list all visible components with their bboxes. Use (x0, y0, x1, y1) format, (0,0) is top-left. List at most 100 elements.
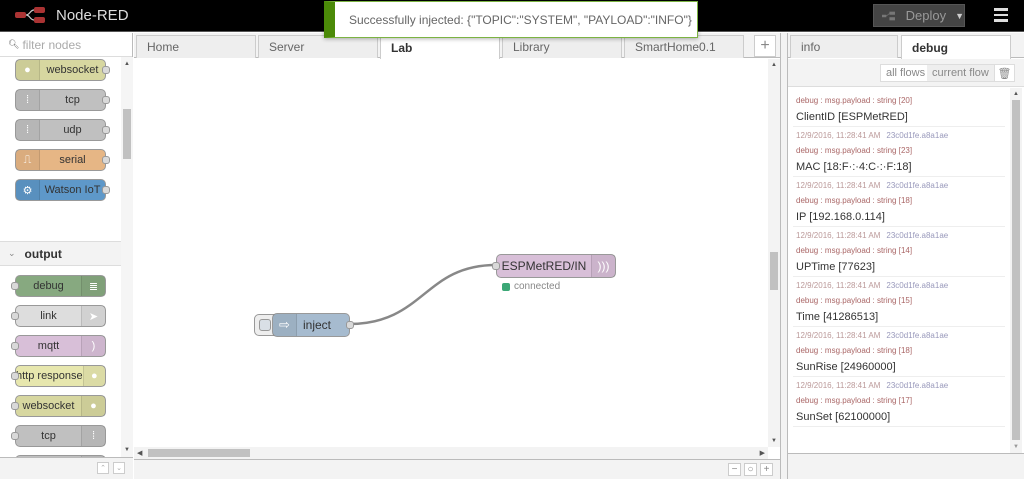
palette-node-http-response[interactable]: http response ● (11, 365, 106, 387)
input-port (11, 402, 19, 410)
palette-node-debug[interactable]: debug ≣ (11, 275, 106, 297)
scroll-down-icon[interactable]: ▼ (124, 447, 130, 453)
input-port (11, 372, 19, 380)
node-label: udp (63, 124, 82, 136)
node-label: debug (33, 280, 64, 292)
scrollbar-thumb[interactable] (1012, 100, 1020, 440)
serial-icon: ⎍ (16, 150, 40, 170)
button-label: current flow (932, 67, 989, 79)
scroll-down-icon[interactable]: ▼ (1013, 444, 1019, 450)
globe-icon: ● (82, 366, 105, 386)
message-topic: debug : msg.payload : string [23] (796, 146, 913, 155)
button-label: all flows (886, 67, 926, 79)
palette-node-websocket-out[interactable]: websocket ● (11, 395, 106, 417)
globe-icon: ● (81, 396, 105, 416)
scroll-right-icon[interactable]: ▶ (759, 450, 765, 457)
chevron-down-icon[interactable]: ▼ (955, 10, 964, 21)
zoom-reset-button[interactable]: ○ (744, 463, 757, 476)
wire-layer (348, 263, 497, 326)
deploy-button[interactable]: Deploy ▼ (873, 4, 965, 27)
message-node-id[interactable]: 23c0d1fe.a8a1ae (886, 381, 949, 390)
tab-home[interactable]: Home (136, 35, 256, 58)
tab-server[interactable]: Server (258, 35, 378, 58)
node-label: ESPMetRED/IN (501, 259, 587, 273)
palette-node-link-out[interactable]: link ➤ (11, 305, 106, 327)
scroll-up-icon[interactable]: ▲ (124, 61, 130, 67)
message-timestamp: 12/9/2016, 11:28:41 AM (796, 331, 881, 340)
link-icon: ➤ (81, 306, 105, 326)
scrollbar-thumb[interactable] (123, 109, 131, 159)
node-label: websocket (46, 64, 99, 76)
scrollbar-thumb[interactable] (148, 449, 250, 457)
message-node-id[interactable]: 23c0d1fe.a8a1ae (886, 181, 949, 190)
filter-nodes-input[interactable]: 🔍︎ filter nodes (0, 33, 132, 57)
zoom-in-button[interactable]: + (760, 463, 773, 476)
palette-node-tcp-out[interactable]: tcp ⁞ (11, 425, 106, 447)
node-label: tcp (65, 94, 80, 106)
tab-smarthome[interactable]: SmartHome0.1 (624, 35, 744, 58)
filter-all-flows-button[interactable]: all flows (880, 64, 932, 82)
scroll-left-icon[interactable]: ◀ (137, 450, 143, 457)
message-value: IP [192.168.0.114] (796, 211, 885, 223)
debug-scrollbar[interactable]: ▲ ▼ (1010, 88, 1022, 453)
node-label: link (40, 310, 57, 322)
message-timestamp: 12/9/2016, 11:28:41 AM (796, 131, 881, 140)
sidebar-splitter[interactable] (780, 33, 788, 479)
canvas-horizontal-scrollbar[interactable]: ◀ ▶ (134, 447, 768, 459)
output-port[interactable] (346, 321, 354, 329)
palette-category-output[interactable]: ⌄ output (0, 241, 121, 266)
flow-node-inject[interactable]: ⇨ inject (272, 313, 354, 337)
app-title: Node-RED (56, 6, 129, 24)
debug-messages: debug : msg.payload : string [20] Client… (793, 88, 1005, 453)
scroll-up-icon[interactable]: ▲ (1013, 91, 1019, 97)
node-label: serial (59, 154, 86, 166)
canvas-vertical-scrollbar[interactable]: ▲ ▼ (768, 59, 780, 447)
tab-library[interactable]: Library (502, 35, 622, 58)
tab-label: info (801, 40, 821, 54)
message-node-id[interactable]: 23c0d1fe.a8a1ae (886, 231, 949, 240)
debug-message[interactable]: 12/9/2016, 11:28:41 AM 23c0d1fe.a8a1ae de… (793, 127, 1005, 177)
clear-debug-button[interactable]: 🗑︎ (994, 64, 1015, 82)
tab-lab[interactable]: Lab (380, 35, 500, 59)
minus-icon: − (731, 464, 738, 475)
flow-node-mqtt-out[interactable]: ESPMetRED/IN ))) (492, 254, 616, 278)
collapse-all-button[interactable]: ⌃ (97, 462, 109, 474)
notification-toast: Successfully injected: {"TOPIC":"SYSTEM"… (324, 1, 698, 38)
sidebar-tabs: info debug (788, 33, 1024, 59)
palette-node-websocket-in[interactable]: ● websocket (15, 59, 110, 81)
hamburger-menu-button[interactable] (994, 8, 1008, 22)
add-tab-button[interactable]: + (754, 35, 776, 57)
message-node-id[interactable]: 23c0d1fe.a8a1ae (886, 331, 949, 340)
tab-label: debug (912, 40, 948, 55)
palette-node-serial-in[interactable]: ⎍ serial (15, 149, 110, 171)
inject-trigger-button[interactable] (254, 314, 276, 336)
palette-scrollbar[interactable]: ▲ ▼ (121, 57, 133, 457)
scroll-up-icon[interactable]: ▲ (771, 62, 777, 68)
arrow-right-icon: ⇨ (273, 314, 297, 336)
palette-node-udp-in[interactable]: ⁞ udp (15, 119, 110, 141)
palette-node-mqtt-out[interactable]: mqtt ) (11, 335, 106, 357)
expand-all-button[interactable]: ⌄ (113, 462, 125, 474)
input-port[interactable] (492, 262, 500, 270)
debug-message[interactable]: debug : msg.payload : string [20] Client… (793, 88, 1005, 127)
palette-node-watson-iot[interactable]: ⚙ Watson IoT (15, 179, 110, 201)
scroll-down-icon[interactable]: ▼ (771, 438, 777, 444)
palette-node-tcp-in[interactable]: ⁞ tcp (15, 89, 110, 111)
tab-debug[interactable]: debug (901, 35, 1011, 59)
watson-icon: ⚙ (16, 180, 40, 200)
message-node-id[interactable]: 23c0d1fe.a8a1ae (886, 131, 949, 140)
zoom-out-button[interactable]: − (728, 463, 741, 476)
message-node-id[interactable]: 23c0d1fe.a8a1ae (886, 281, 949, 290)
flow-canvas[interactable]: ⇨ inject ESPMetRED/IN ))) connected (134, 59, 768, 447)
tab-info[interactable]: info (790, 35, 898, 58)
scrollbar-thumb[interactable] (770, 252, 778, 290)
message-topic: debug : msg.payload : string [17] (796, 396, 913, 405)
filter-current-flow-button[interactable]: current flow (927, 64, 995, 82)
tab-label: Server (269, 40, 305, 54)
